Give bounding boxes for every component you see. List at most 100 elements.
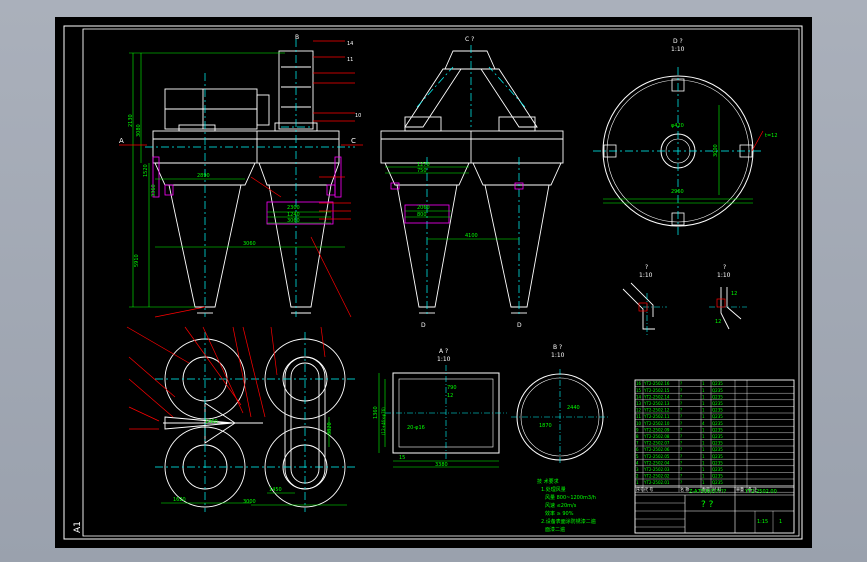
- title-block-drawing-code: YT2-2502.00: [744, 489, 777, 495]
- svg-text:2060: 2060: [417, 205, 430, 211]
- side-view-text: C ? D D 1270 750 2060 800 4100: [417, 36, 522, 329]
- svg-text:1620: 1620: [173, 497, 186, 503]
- parts-table-cell: Q235: [712, 408, 723, 413]
- detail-a-title: A ?: [439, 348, 448, 355]
- parts-table-cell: Q235: [712, 474, 723, 479]
- view-b-label: B: [295, 34, 299, 41]
- svg-text:3000: 3000: [713, 144, 719, 157]
- front-view-text: A C B 2130 3080 5910 1520 3360 2890 3060…: [119, 34, 361, 267]
- svg-text:12: 12: [447, 393, 453, 399]
- svg-text:3380: 3380: [435, 462, 448, 468]
- svg-text:技 术要求: 技 术要求: [537, 478, 559, 485]
- svg-text:3000: 3000: [243, 499, 256, 505]
- small-detail-2: ? 1:10 12 12: [709, 264, 747, 330]
- svg-text:1:10: 1:10: [717, 272, 731, 279]
- parts-table-cell: 1: [702, 388, 705, 393]
- svg-text:面漆二遍: 面漆二遍: [545, 526, 565, 533]
- parts-table-cell: 数量: [702, 486, 710, 492]
- svg-text:2.设备表面涂防锈漆二遍: 2.设备表面涂防锈漆二遍: [541, 518, 596, 525]
- parts-table-cell: ?: [680, 381, 682, 386]
- parts-table-cell: 1: [702, 454, 705, 459]
- parts-table-cell: Q235: [712, 480, 723, 485]
- detail-d-title: D ?: [673, 38, 683, 45]
- detail-d-scale: 1:10: [671, 46, 685, 53]
- svg-text:1460: 1460: [205, 419, 218, 425]
- svg-text:20-φ16: 20-φ16: [407, 425, 425, 431]
- parts-table-cell: 单重: [736, 486, 744, 492]
- svg-text:2300: 2300: [287, 205, 300, 211]
- parts-table-cell: YT2-2502.13: [643, 401, 670, 406]
- svg-text:10: 10: [355, 113, 361, 119]
- svg-text:1.处理风量: 1.处理风量: [541, 486, 566, 493]
- svg-text:1240: 1240: [287, 212, 300, 218]
- section-a-label: A: [119, 137, 124, 145]
- parts-table-cell: 13: [636, 401, 642, 406]
- parts-table-cell: 15: [636, 388, 642, 393]
- technical-notes: 技 术要求 1.处理风量 风量 800~1200m3/h 风速 ≤20m/s 效…: [537, 478, 596, 533]
- parts-table-cell: 10: [636, 421, 642, 426]
- parts-table-cell: 8: [636, 434, 639, 439]
- svg-text:2130: 2130: [128, 114, 134, 127]
- section-d2-label: D: [517, 322, 522, 329]
- parts-table-cell: Q235: [712, 454, 723, 459]
- parts-table-cell: 1: [702, 427, 705, 432]
- title-block-company: Z-A7500/D????: [689, 489, 727, 495]
- parts-table-cell: 备 注: [748, 486, 757, 492]
- parts-table-cell: 4: [636, 460, 639, 465]
- title-block-name: ? ?: [701, 500, 714, 510]
- svg-text:3080: 3080: [136, 124, 142, 137]
- parts-table-cell: Q235: [712, 414, 723, 419]
- parts-table-cell: 3: [636, 467, 639, 472]
- svg-text:3360: 3360: [151, 184, 157, 197]
- parts-table-cell: 4: [702, 421, 705, 426]
- parts-table-cell: ?: [680, 388, 682, 393]
- parts-table-cell: YT2-2502.07: [643, 441, 670, 446]
- parts-table-cell: 5: [636, 454, 639, 459]
- svg-text:2440: 2440: [567, 405, 580, 411]
- parts-table-cell: YT2-2502.09: [643, 427, 670, 432]
- title-block-sheet: 1: [779, 519, 782, 525]
- top-view: [163, 338, 346, 508]
- parts-table-cell: 6: [636, 447, 639, 452]
- parts-table-cell: Q235: [712, 427, 723, 432]
- detail-b-scale: 1:10: [551, 352, 565, 359]
- parts-table-cell: 9: [636, 427, 639, 432]
- parts-table-cell: YT2-2502.10: [643, 421, 670, 426]
- parts-table-cell: 2: [636, 474, 639, 479]
- parts-table-cell: 1: [702, 474, 705, 479]
- parts-table-cell: 16: [636, 381, 642, 386]
- svg-text:14: 14: [347, 41, 353, 47]
- detail-a-scale: 1:10: [437, 356, 451, 363]
- parts-table-cell: ?: [680, 480, 682, 485]
- svg-text:5910: 5910: [134, 254, 140, 267]
- parts-table-cell: Q235: [712, 467, 723, 472]
- parts-table-cell: 材 料: [712, 486, 721, 492]
- small-detail-1: ? 1:10: [622, 264, 667, 335]
- parts-table-cell: 序号: [636, 486, 644, 492]
- parts-table-cell: ?: [680, 427, 682, 432]
- parts-table-cell: 1: [702, 434, 705, 439]
- svg-text:11: 11: [347, 57, 353, 63]
- parts-table-cell: 1: [702, 447, 705, 452]
- detail-a: A ? 1:10 1360 (12+46×φ76) 20-φ16 790 12 …: [373, 348, 507, 468]
- svg-text:4100: 4100: [465, 233, 478, 239]
- parts-table-cell: ?: [680, 460, 682, 465]
- parts-table-cell: 11: [636, 414, 642, 419]
- svg-text:风量 800~1200m3/h: 风量 800~1200m3/h: [545, 494, 596, 501]
- front-view-hatch: [152, 156, 342, 225]
- side-view-dimensions: [385, 166, 519, 240]
- svg-text:12: 12: [715, 319, 721, 325]
- svg-text:?: ?: [723, 264, 726, 271]
- svg-text:2890: 2890: [197, 173, 210, 179]
- parts-table-cell: Q235: [712, 441, 723, 446]
- side-view: [380, 50, 564, 314]
- svg-text:1:10: 1:10: [639, 272, 653, 279]
- top-view-leaders: [126, 326, 326, 430]
- parts-table-cell: 12: [636, 408, 642, 413]
- view-c-label: C ?: [465, 36, 474, 43]
- parts-table-cell: YT2-2502.06: [643, 447, 670, 452]
- parts-table-cell: YT2-2502.12: [643, 408, 670, 413]
- svg-text:750: 750: [417, 168, 427, 174]
